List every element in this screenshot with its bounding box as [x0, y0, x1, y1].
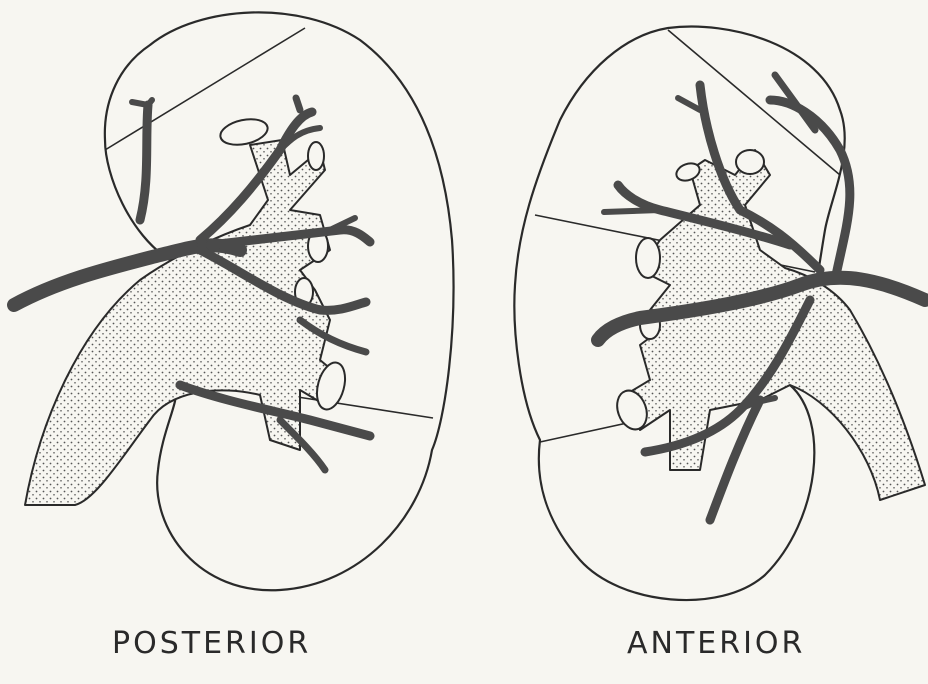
kidney-illustration: [0, 0, 928, 620]
posterior-label: POSTERIOR: [112, 626, 311, 661]
posterior-calyx-upper-right: [308, 142, 324, 170]
anterior-calyx-mid: [636, 238, 660, 278]
anterior-label: ANTERIOR: [627, 626, 805, 661]
anterior-kidney: [514, 27, 925, 601]
anterior-calyx-upper-right: [736, 150, 764, 174]
posterior-upper-segment-line: [105, 28, 305, 150]
posterior-kidney: [14, 12, 454, 590]
posterior-renal-pelvis: [25, 140, 338, 505]
